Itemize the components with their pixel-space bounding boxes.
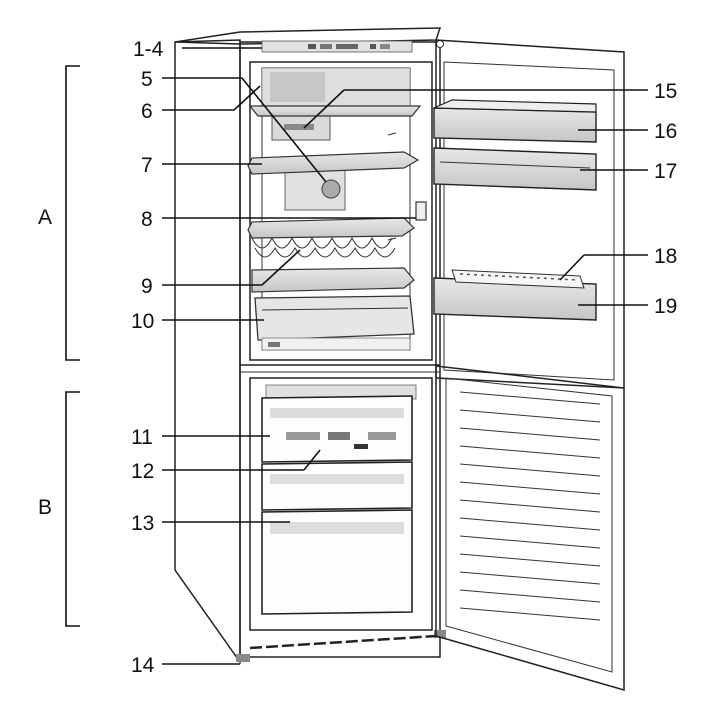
vegetable-container — [254, 295, 415, 341]
freezer-drawer-top — [261, 395, 413, 463]
section-label-b: B — [38, 496, 52, 519]
bottle-holder — [451, 269, 585, 289]
leveling-foot — [236, 654, 250, 662]
callout-labels: 1-4 5 6 7 8 9 10 11 12 13 14 15 16 17 18… — [131, 38, 677, 677]
callout-11: 11 — [131, 426, 153, 449]
callout-14: 14 — [131, 654, 155, 677]
callout-1-4: 1-4 — [133, 38, 164, 61]
callout-7: 7 — [141, 154, 153, 177]
callout-10: 10 — [131, 310, 154, 333]
callout-6: 6 — [141, 100, 153, 123]
callout-16: 16 — [654, 120, 677, 143]
door-rack — [433, 147, 597, 191]
section-bracket-a: A — [38, 65, 80, 361]
base-grille — [249, 634, 437, 650]
fridge-compartment — [247, 61, 433, 361]
freezer-drawer-bottom — [261, 509, 413, 615]
freezer-compartment — [249, 377, 437, 650]
light-switch — [415, 201, 427, 221]
callout-13: 13 — [131, 512, 154, 535]
section-bracket-b: B — [38, 391, 80, 627]
callout-18: 18 — [654, 245, 677, 268]
fridge-door — [433, 39, 625, 389]
callout-9: 9 — [141, 275, 153, 298]
callout-8: 8 — [141, 208, 153, 231]
callout-19: 19 — [654, 295, 677, 318]
callout-15: 15 — [654, 80, 677, 103]
freezer-door — [435, 365, 625, 691]
cabinet-body — [174, 27, 446, 665]
bottle-rack — [251, 236, 396, 258]
callout-5: 5 — [141, 68, 153, 91]
section-label-a: A — [38, 206, 52, 229]
butter-compartment — [433, 107, 597, 143]
callout-12: 12 — [131, 460, 154, 483]
callout-17: 17 — [654, 160, 677, 183]
leader-lines — [162, 47, 648, 665]
